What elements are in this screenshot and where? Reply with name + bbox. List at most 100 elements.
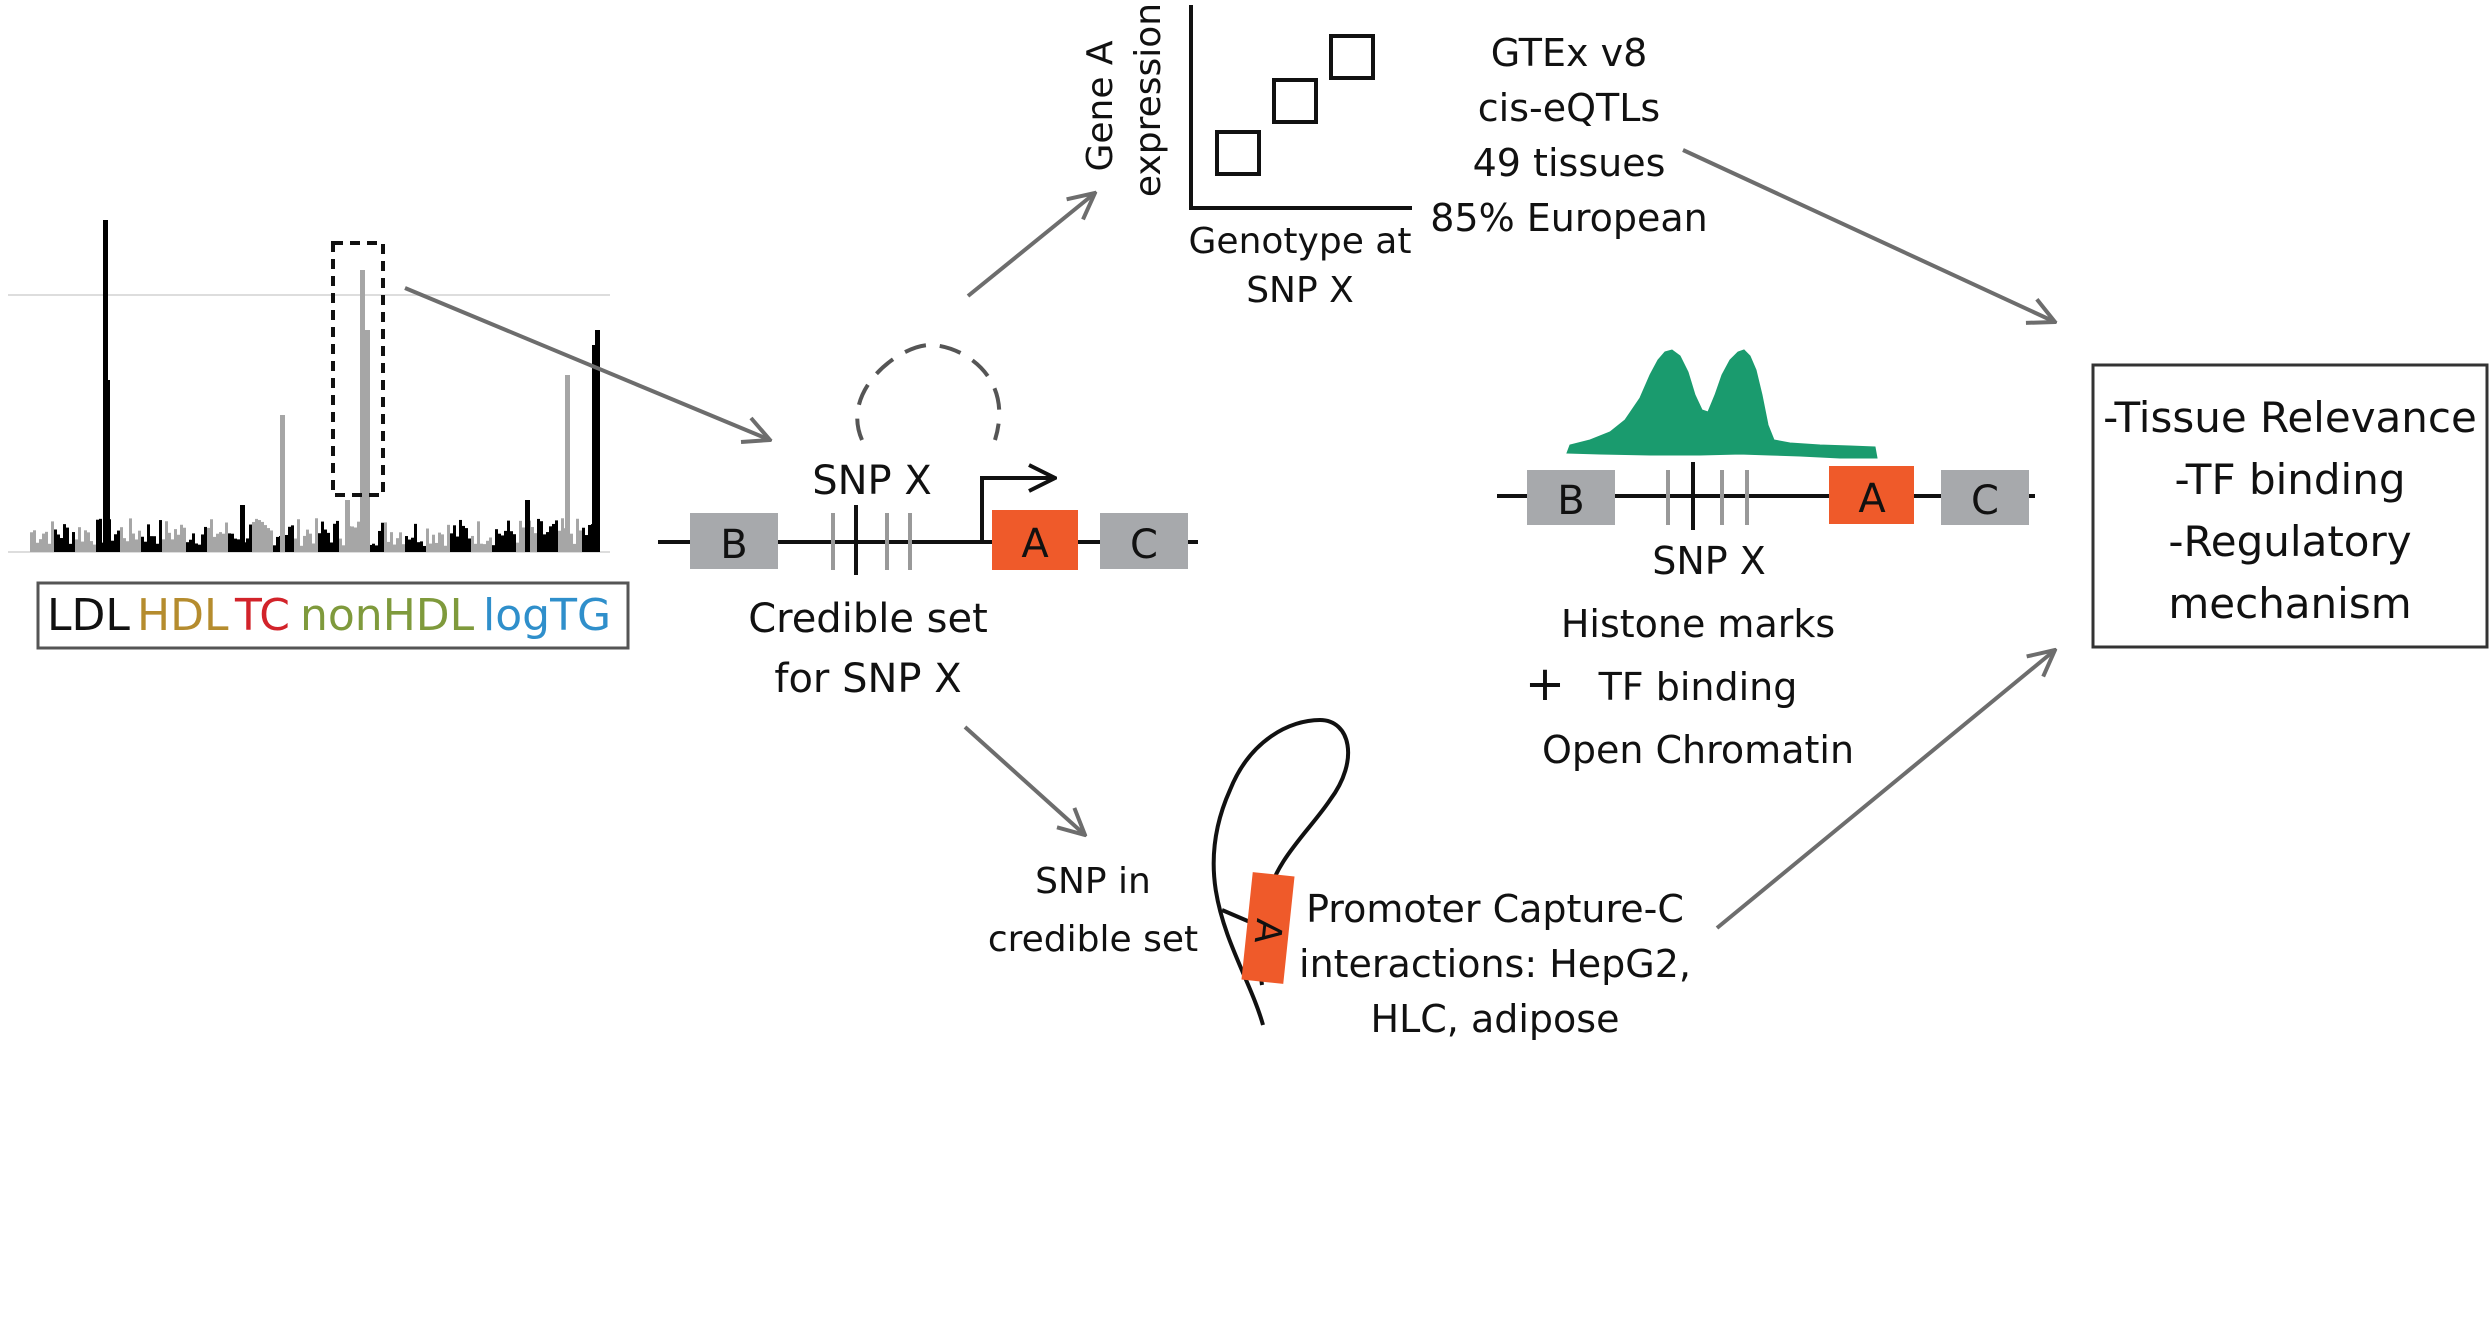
manhattan-point: [561, 518, 564, 552]
manhattan-point: [261, 521, 264, 552]
arrow-capture-to-result: [1715, 650, 2055, 930]
manhattan-point: [549, 526, 552, 552]
manhattan-point: [36, 542, 39, 552]
manhattan-point: [411, 537, 414, 552]
manhattan-point: [510, 531, 513, 552]
manhattan-point: [447, 524, 450, 552]
manhattan-point: [423, 545, 426, 552]
manhattan-point: [237, 539, 240, 552]
manhattan-point: [87, 532, 90, 552]
manhattan-point: [570, 533, 573, 552]
manhattan-point: [51, 521, 54, 552]
manhattan-point: [72, 532, 75, 552]
manhattan-point: [582, 527, 585, 552]
manhattan-point: [522, 527, 525, 552]
manhattan-point: [441, 534, 444, 552]
eqtl-info-2: cis-eQTLs: [1478, 86, 1660, 130]
gene-b-box: [690, 513, 778, 569]
capture-gene-a-box: [1241, 872, 1295, 984]
manhattan-point: [330, 542, 333, 552]
manhattan-point: [213, 536, 216, 552]
manhattan-peak: [105, 380, 110, 552]
arrow-eqtl-to-result: [1682, 148, 2055, 322]
result-box: -Tissue Relevance -TF binding -Regulator…: [2091, 363, 2489, 649]
manhattan-point: [156, 543, 159, 552]
manhattan-point: [234, 538, 237, 552]
snp-connector: [1221, 908, 1251, 924]
eqtl-square-1: [1215, 130, 1261, 176]
capture-c-panel: A SNP in credible set Promoter Capture-C…: [988, 717, 1691, 1041]
manhattan-point: [579, 530, 582, 552]
manhattan-point: [543, 534, 546, 552]
histone-gene-b-label: B: [1557, 478, 1584, 524]
manhattan-point: [462, 525, 465, 552]
manhattan-point: [90, 541, 93, 552]
manhattan-point: [519, 520, 522, 552]
manhattan-point: [558, 530, 561, 552]
manhattan-point: [297, 519, 300, 552]
credible-set-caption-1: Credible set: [748, 596, 988, 642]
manhattan-point: [477, 521, 480, 552]
manhattan-peak: [565, 375, 570, 552]
manhattan-point: [351, 526, 354, 552]
credible-set-locus: B SNP X A C Credible set for SNP X: [658, 342, 1198, 702]
manhattan-point: [81, 541, 84, 552]
manhattan-point: [531, 527, 534, 552]
manhattan-point: [513, 534, 516, 552]
manhattan-point: [252, 521, 255, 552]
result-line-4: mechanism: [2168, 579, 2411, 628]
manhattan-point: [315, 518, 318, 552]
eqtl-ylabel-1: Gene A: [1080, 40, 1121, 171]
manhattan-point: [153, 536, 156, 552]
manhattan-point: [132, 533, 135, 552]
manhattan-point: [585, 535, 588, 552]
manhattan-point: [390, 532, 393, 552]
manhattan-peak: [595, 330, 600, 552]
manhattan-point: [339, 538, 342, 552]
manhattan-point: [552, 523, 555, 552]
manhattan-point: [396, 538, 399, 552]
capture-text-3: HLC, adipose: [1371, 997, 1620, 1041]
manhattan-point: [117, 530, 120, 552]
legend-nonhdl: nonHDL: [300, 590, 475, 641]
manhattan-point: [264, 525, 267, 552]
manhattan-point: [495, 529, 498, 552]
manhattan-point: [393, 544, 396, 552]
snp-x-label: SNP X: [812, 458, 932, 504]
manhattan-point: [186, 542, 189, 552]
manhattan-peak: [592, 345, 597, 552]
histone-gene-b-box: [1527, 470, 1615, 525]
manhattan-point: [309, 533, 312, 552]
open-chromatin-label: Open Chromatin: [1542, 728, 1854, 772]
manhattan-point: [180, 524, 183, 552]
manhattan-point: [39, 539, 42, 552]
eqtl-info-4: 85% European: [1430, 196, 1708, 240]
manhattan-point: [483, 544, 486, 552]
gene-a-label: A: [1021, 521, 1049, 567]
manhattan-point: [324, 529, 327, 552]
manhattan-point: [471, 535, 474, 552]
result-line-2: -TF binding: [2174, 455, 2405, 504]
manhattan-point: [207, 527, 210, 552]
manhattan-point: [174, 529, 177, 552]
manhattan-point: [210, 519, 213, 552]
histone-panel: B A C SNP X Histone marks + TF binding O…: [1497, 349, 2035, 772]
manhattan-point: [456, 536, 459, 552]
manhattan-point: [375, 545, 378, 552]
manhattan-point: [225, 522, 228, 552]
legend-ldl: LDL: [47, 590, 130, 641]
manhattan-point: [195, 543, 198, 552]
manhattan-point: [429, 543, 432, 552]
eqtl-xlabel-1: Genotype at: [1189, 221, 1412, 262]
manhattan-point: [69, 543, 72, 552]
manhattan-peak: [240, 505, 245, 552]
manhattan-point: [444, 545, 447, 552]
manhattan-point: [354, 527, 357, 552]
manhattan-point: [417, 542, 420, 552]
manhattan-point: [267, 528, 270, 552]
manhattan-point: [432, 534, 435, 552]
manhattan-point: [408, 539, 411, 552]
manhattan-point: [126, 541, 129, 552]
result-line-3: -Regulatory: [2168, 517, 2411, 566]
capture-gene-a-label: A: [1246, 917, 1289, 946]
